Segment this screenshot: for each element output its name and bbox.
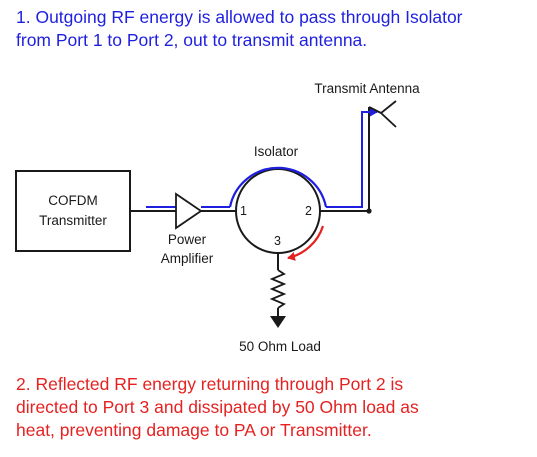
transmitter-box: COFDM Transmitter	[15, 170, 131, 252]
isolator-label: Isolator	[254, 144, 299, 159]
antenna-symbol	[368, 100, 397, 128]
transmitter-label-line-2: Transmitter	[39, 213, 107, 228]
outgoing-caption-line-1: 1. Outgoing RF energy is allowed to pass…	[16, 7, 463, 27]
port-3-label: 3	[274, 234, 281, 248]
amplifier-label-line-1: Power	[168, 232, 207, 247]
port-1-label: 1	[240, 204, 247, 218]
transmitter-label-line-1: COFDM	[48, 193, 98, 208]
outgoing-caption-line-2: from Port 1 to Port 2, out to transmit a…	[16, 30, 368, 50]
amplifier-label-line-2: Amplifier	[161, 251, 214, 266]
power-amplifier-symbol	[175, 192, 203, 230]
reflected-arc-port2-to-port3	[287, 225, 325, 261]
load-resistor-symbol	[269, 269, 287, 309]
outgoing-caption: 1. Outgoing RF energy is allowed to pass…	[16, 6, 463, 52]
outgoing-arc-port1-to-port2	[228, 166, 328, 208]
reflected-caption-line-1: 2. Reflected RF energy returning through…	[16, 374, 404, 394]
outgoing-trace-to-antenna	[326, 107, 378, 208]
reflected-caption-line-3: heat, preventing damage to PA or Transmi…	[16, 420, 372, 440]
junction-dot	[366, 208, 372, 214]
antenna-label: Transmit Antenna	[314, 81, 420, 96]
port-2-label: 2	[305, 204, 312, 218]
ground-arrow-symbol	[270, 316, 286, 328]
load-label: 50 Ohm Load	[239, 339, 321, 354]
reflected-caption: 2. Reflected RF energy returning through…	[16, 373, 419, 442]
reflected-caption-line-2: directed to Port 3 and dissipated by 50 …	[16, 397, 419, 417]
